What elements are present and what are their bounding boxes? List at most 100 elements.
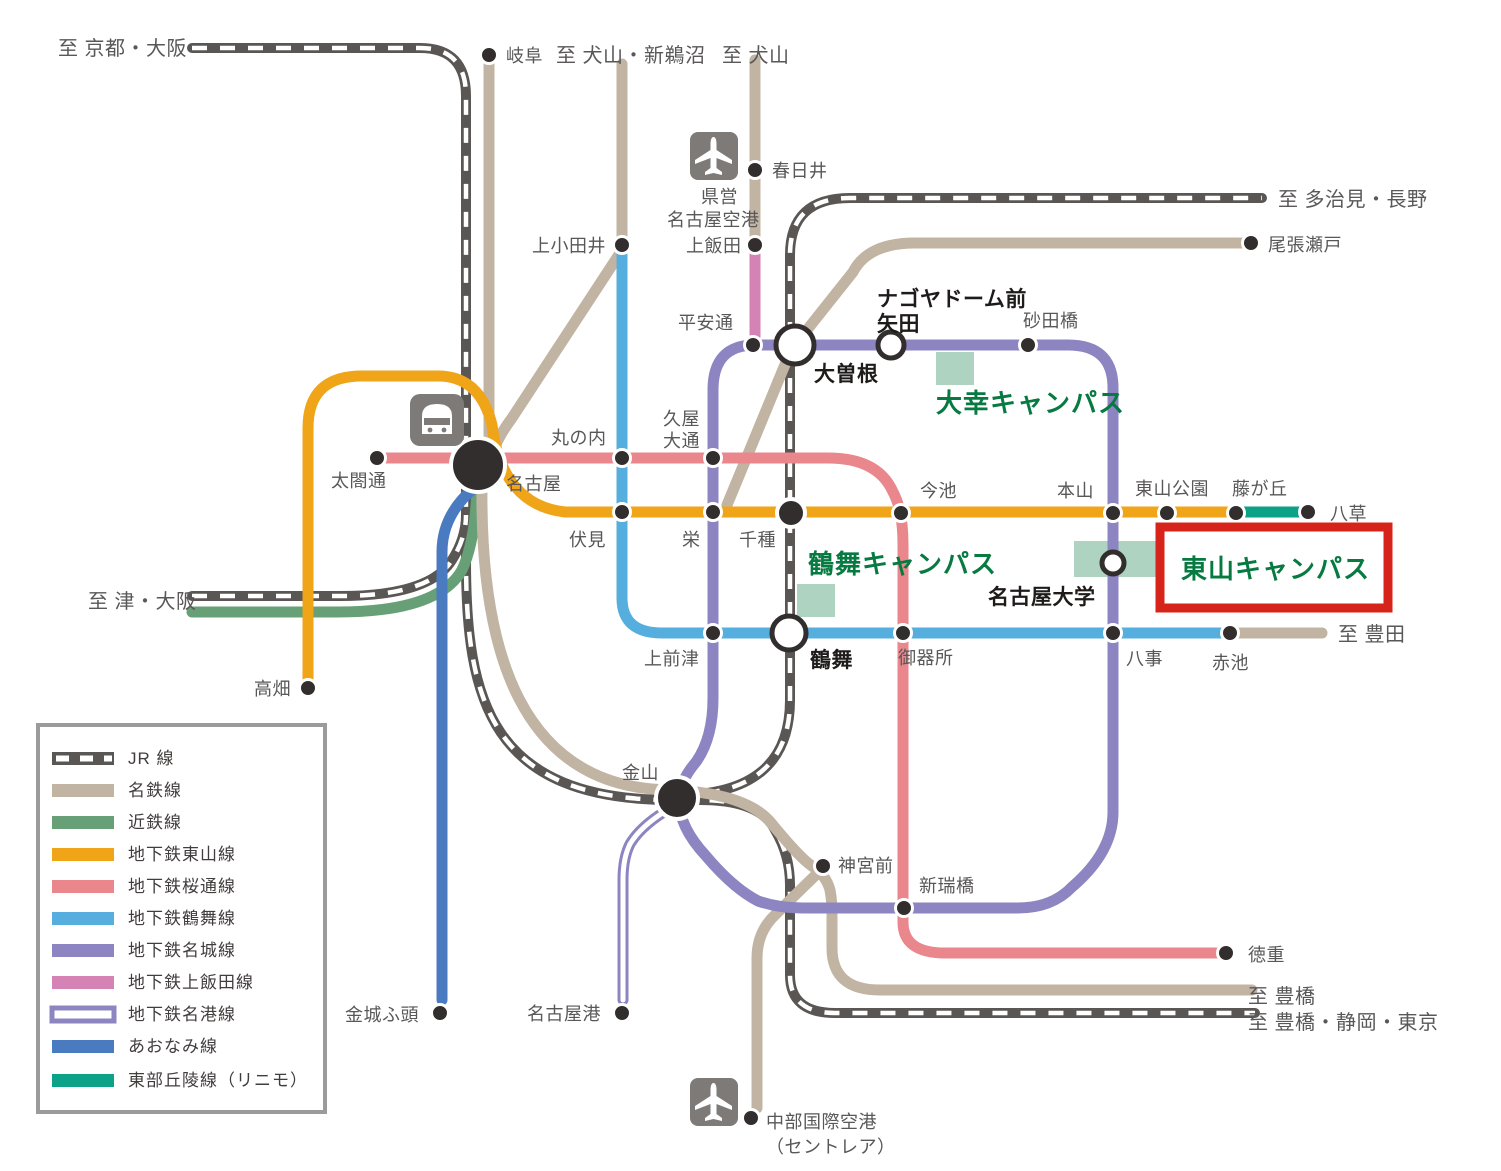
airport-label-centrair-2: （セントレア） <box>766 1137 896 1157</box>
station-label-hisaya-odori-1: 久屋 <box>663 409 700 429</box>
legend-item-kintetsu: 近鉄線 <box>52 813 182 832</box>
station-label-aratamabashi: 新瑞橋 <box>919 876 975 896</box>
dest-tsu-osaka: 至 津・大阪 <box>88 590 197 613</box>
station-label-fushimi: 伏見 <box>569 530 606 550</box>
legend-swatch-higashiyama <box>52 848 114 861</box>
station-label-jingu-mae: 神宮前 <box>838 856 894 876</box>
airport-label-prefectural-2: 名古屋空港 <box>667 210 760 230</box>
hub-nagoya <box>449 436 507 494</box>
legend-item-jr: JR 線 <box>52 749 174 768</box>
station-label-ozone: 大曽根 <box>814 362 879 386</box>
legend-item-tsurumai: 地下鉄鶴舞線 <box>52 909 236 928</box>
legend-item-sakuradori: 地下鉄桜通線 <box>52 877 236 896</box>
legend-swatch-linimo <box>52 1074 114 1087</box>
jr-tokaido-line-dashes <box>192 45 1255 1016</box>
meiko-line-core <box>620 803 677 1003</box>
meiko-line <box>617 800 680 1006</box>
legend-item-aonami: あおなみ線 <box>52 1037 218 1056</box>
ring-tsurumai <box>769 613 809 653</box>
hub-kanayama <box>654 775 700 821</box>
station-label-taiko-dori: 太閤通 <box>331 471 387 491</box>
legend-label-meiko: 地下鉄名港線 <box>128 1005 236 1024</box>
station-label-hisaya-odori-2: 大通 <box>663 431 700 451</box>
dest-inuyama: 至 犬山 <box>722 44 790 67</box>
higashiyama-campus-highlight-box <box>1155 522 1393 613</box>
station-dot-fushimi <box>612 502 632 522</box>
legend-item-meiko: 地下鉄名港線 <box>49 1005 236 1024</box>
station-label-gokiso: 御器所 <box>898 648 954 668</box>
legend-swatch-tsurumai <box>52 912 114 925</box>
tsurumai-campus-square <box>797 584 835 617</box>
station-label-nagoyako: 名古屋港 <box>527 1004 601 1024</box>
legend-label-aonami: あおなみ線 <box>128 1037 218 1056</box>
station-dots <box>298 45 1318 1128</box>
station-dot-owari-seto <box>1241 233 1261 253</box>
station-label-imaike: 今池 <box>920 481 957 501</box>
legend-swatch-meijo <box>52 944 114 957</box>
station-dot-kamiiida <box>745 235 765 255</box>
station-dot-gokiso <box>893 623 913 643</box>
legend-label-sakuradori: 地下鉄桜通線 <box>128 877 236 896</box>
station-label-gifu: 岐阜 <box>506 46 543 66</box>
higashiyama-campus-label: 東山キャンパス <box>1181 554 1370 584</box>
rail-lines <box>186 43 1328 1114</box>
station-dot-taiko-dori <box>367 448 387 468</box>
sakuradori-line <box>371 452 1231 959</box>
station-dot-jingu-mae <box>813 856 833 876</box>
legend-item-kamiiida: 地下鉄上飯田線 <box>52 973 254 992</box>
station-dot-fujigaoka <box>1226 503 1246 523</box>
legend-label-higashiyama: 地下鉄東山線 <box>128 845 236 864</box>
meitetsu-inuyama-line <box>488 58 628 456</box>
legend-item-meitetsu: 名鉄線 <box>52 781 182 800</box>
legend-label-tsurumai: 地下鉄鶴舞線 <box>128 909 236 928</box>
legend-swatch-kintetsu <box>52 816 114 829</box>
legend-swatch-meitetsu <box>52 784 114 797</box>
higashiyama-line <box>302 370 1242 694</box>
meitetsu-seto-line <box>721 237 1251 511</box>
station-label-kamiotai: 上小田井 <box>532 236 606 256</box>
campus-labels: 大幸キャンパス 鶴舞キャンパス 東山キャンパス <box>808 388 1393 613</box>
station-label-akaike: 赤池 <box>1212 653 1249 673</box>
legend-item-meijo: 地下鉄名城線 <box>52 941 235 960</box>
station-dot-kamimaezu <box>703 623 723 643</box>
station-label-kasugai: 春日井 <box>772 161 828 181</box>
station-label-takabata: 高畑 <box>254 679 291 699</box>
campus-markers <box>797 352 1156 617</box>
station-dot-sunadabashi <box>1018 335 1038 355</box>
station-dot-imaike <box>891 503 911 523</box>
legend-label-meitetsu: 名鉄線 <box>128 781 182 800</box>
destination-labels: 至 京都・大阪 至 犬山・新鵜沼 至 犬山 至 多治見・長野 至 津・大阪 至 … <box>58 37 1438 1034</box>
station-dot-akaike <box>1220 623 1240 643</box>
station-label-nagoya-dome-1: ナゴヤドーム前 <box>877 287 1027 311</box>
dest-toyota: 至 豊田 <box>1338 623 1406 646</box>
station-dot-marunouchi <box>612 448 632 468</box>
station-labels: 岐阜 上小田井 上飯田 春日井 県営 名古屋空港 平安通 砂田橋 尾張瀬戸 大曽… <box>254 46 1367 1157</box>
meitetsu-main-line <box>476 479 1258 996</box>
station-dot-nagoyako <box>612 1003 632 1023</box>
station-dot-higashiyama-koen <box>1157 503 1177 523</box>
legend-label-kintetsu: 近鉄線 <box>128 813 182 832</box>
legend-swatch-meiko <box>49 1005 117 1024</box>
jr-kansai-line-dashes <box>192 514 469 599</box>
legend-label-linimo: 東部丘陵線（リニモ） <box>128 1071 308 1090</box>
icons <box>410 132 738 1126</box>
station-label-nagoya-dome-2: 矢田 <box>877 312 920 336</box>
station-label-marunouchi: 丸の内 <box>551 428 607 448</box>
station-dot-motoyama <box>1103 503 1123 523</box>
daiko-campus-square <box>936 352 974 385</box>
station-dot-gifu <box>479 45 499 65</box>
legend-label-kamiiida: 地下鉄上飯田線 <box>128 973 254 992</box>
ring-nagoya-univ <box>1099 549 1127 577</box>
station-label-kamimaezu: 上前津 <box>644 649 700 669</box>
legend-swatch-sakuradori <box>52 880 114 893</box>
station-label-kinjo-futo: 金城ふ頭 <box>345 1005 419 1025</box>
station-label-tokushige: 徳重 <box>1248 945 1285 965</box>
legend-swatch-kamiiida <box>52 976 114 989</box>
station-label-fujigaoka: 藤が丘 <box>1232 479 1288 499</box>
station-label-chikusa: 千種 <box>739 530 776 550</box>
aonami-line <box>436 482 480 1006</box>
station-label-yagoto: 八事 <box>1126 649 1163 669</box>
station-dot-kinjo-futo <box>430 1003 450 1023</box>
